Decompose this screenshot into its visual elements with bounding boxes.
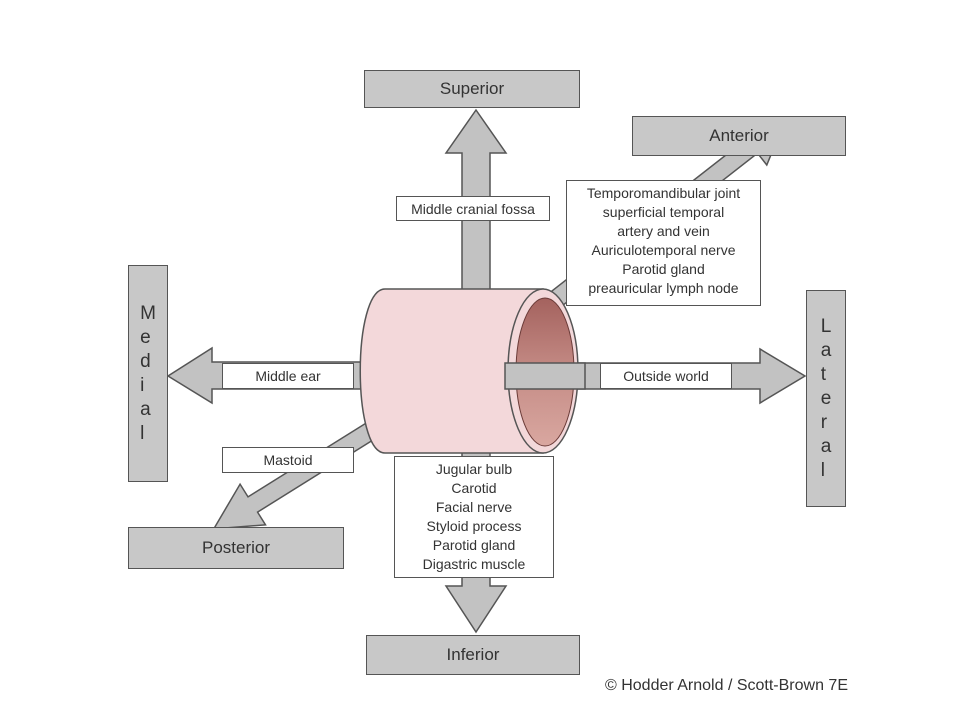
posterior-box: Posterior	[128, 527, 344, 569]
vertical-letter: t	[820, 363, 826, 385]
anterior-relations-box: Temporomandibular joint superficial temp…	[566, 180, 761, 306]
inferior-box: Inferior	[366, 635, 580, 675]
vertical-letter: d	[140, 350, 151, 372]
superior-label: Superior	[439, 79, 505, 98]
middle-cranial-fossa-label: Middle cranial fossa	[411, 200, 535, 217]
vertical-letter: i	[140, 374, 145, 396]
vertical-letter: l	[140, 422, 145, 444]
ear-canal-cylinder	[359, 288, 579, 454]
mastoid-label-box: Mastoid	[222, 447, 354, 473]
inferior-relation-item: Jugular bulb	[435, 461, 513, 477]
vertical-letter: e	[140, 326, 151, 348]
outside-world-label-box: Outside world	[600, 363, 732, 389]
vertical-letter: l	[820, 459, 825, 481]
middle-ear-label-box: Middle ear	[222, 363, 354, 389]
inferior-relations-box: Jugular bulb Carotid Facial nerve Styloi…	[394, 456, 554, 578]
vertical-letter: L	[820, 315, 832, 337]
superior-box: Superior	[364, 70, 580, 108]
inferior-relation-item: Carotid	[451, 480, 497, 496]
anterior-relation-item: Parotid gland	[622, 261, 705, 277]
middle-ear-label: Middle ear	[255, 368, 321, 384]
lateral-arrow-shaft	[504, 362, 586, 390]
inferior-relation-item: Parotid gland	[432, 537, 516, 553]
vertical-letter: a	[140, 398, 151, 420]
inferior-label: Inferior	[446, 645, 500, 664]
middle-cranial-fossa-label-box: Middle cranial fossa	[396, 196, 550, 221]
copyright-notice: © Hodder Arnold / Scott-Brown 7E	[604, 677, 848, 694]
vertical-letter: a	[820, 339, 832, 361]
outside-world-label: Outside world	[623, 368, 709, 384]
anterior-relation-item: superficial temporal	[602, 204, 725, 220]
inferior-relation-item: Digastric muscle	[422, 556, 526, 572]
vertical-letter: r	[820, 411, 828, 433]
vertical-letter: e	[820, 387, 832, 409]
posterior-label: Posterior	[201, 538, 271, 557]
inferior-relation-item: Facial nerve	[435, 499, 513, 515]
anterior-relation-item: artery and vein	[617, 223, 710, 239]
anterior-relation-item: Auriculotemporal nerve	[591, 242, 736, 258]
anterior-relation-item: Temporomandibular joint	[586, 185, 741, 201]
vertical-letter: a	[820, 435, 832, 457]
vertical-letter: M	[140, 302, 156, 324]
anterior-label: Anterior	[709, 126, 769, 145]
anterior-relation-item: preauricular lymph node	[588, 280, 739, 296]
posterior-arrow	[212, 416, 386, 530]
inferior-relation-item: Styloid process	[426, 518, 522, 534]
anterior-box: Anterior	[632, 116, 846, 156]
mastoid-label: Mastoid	[263, 452, 313, 468]
